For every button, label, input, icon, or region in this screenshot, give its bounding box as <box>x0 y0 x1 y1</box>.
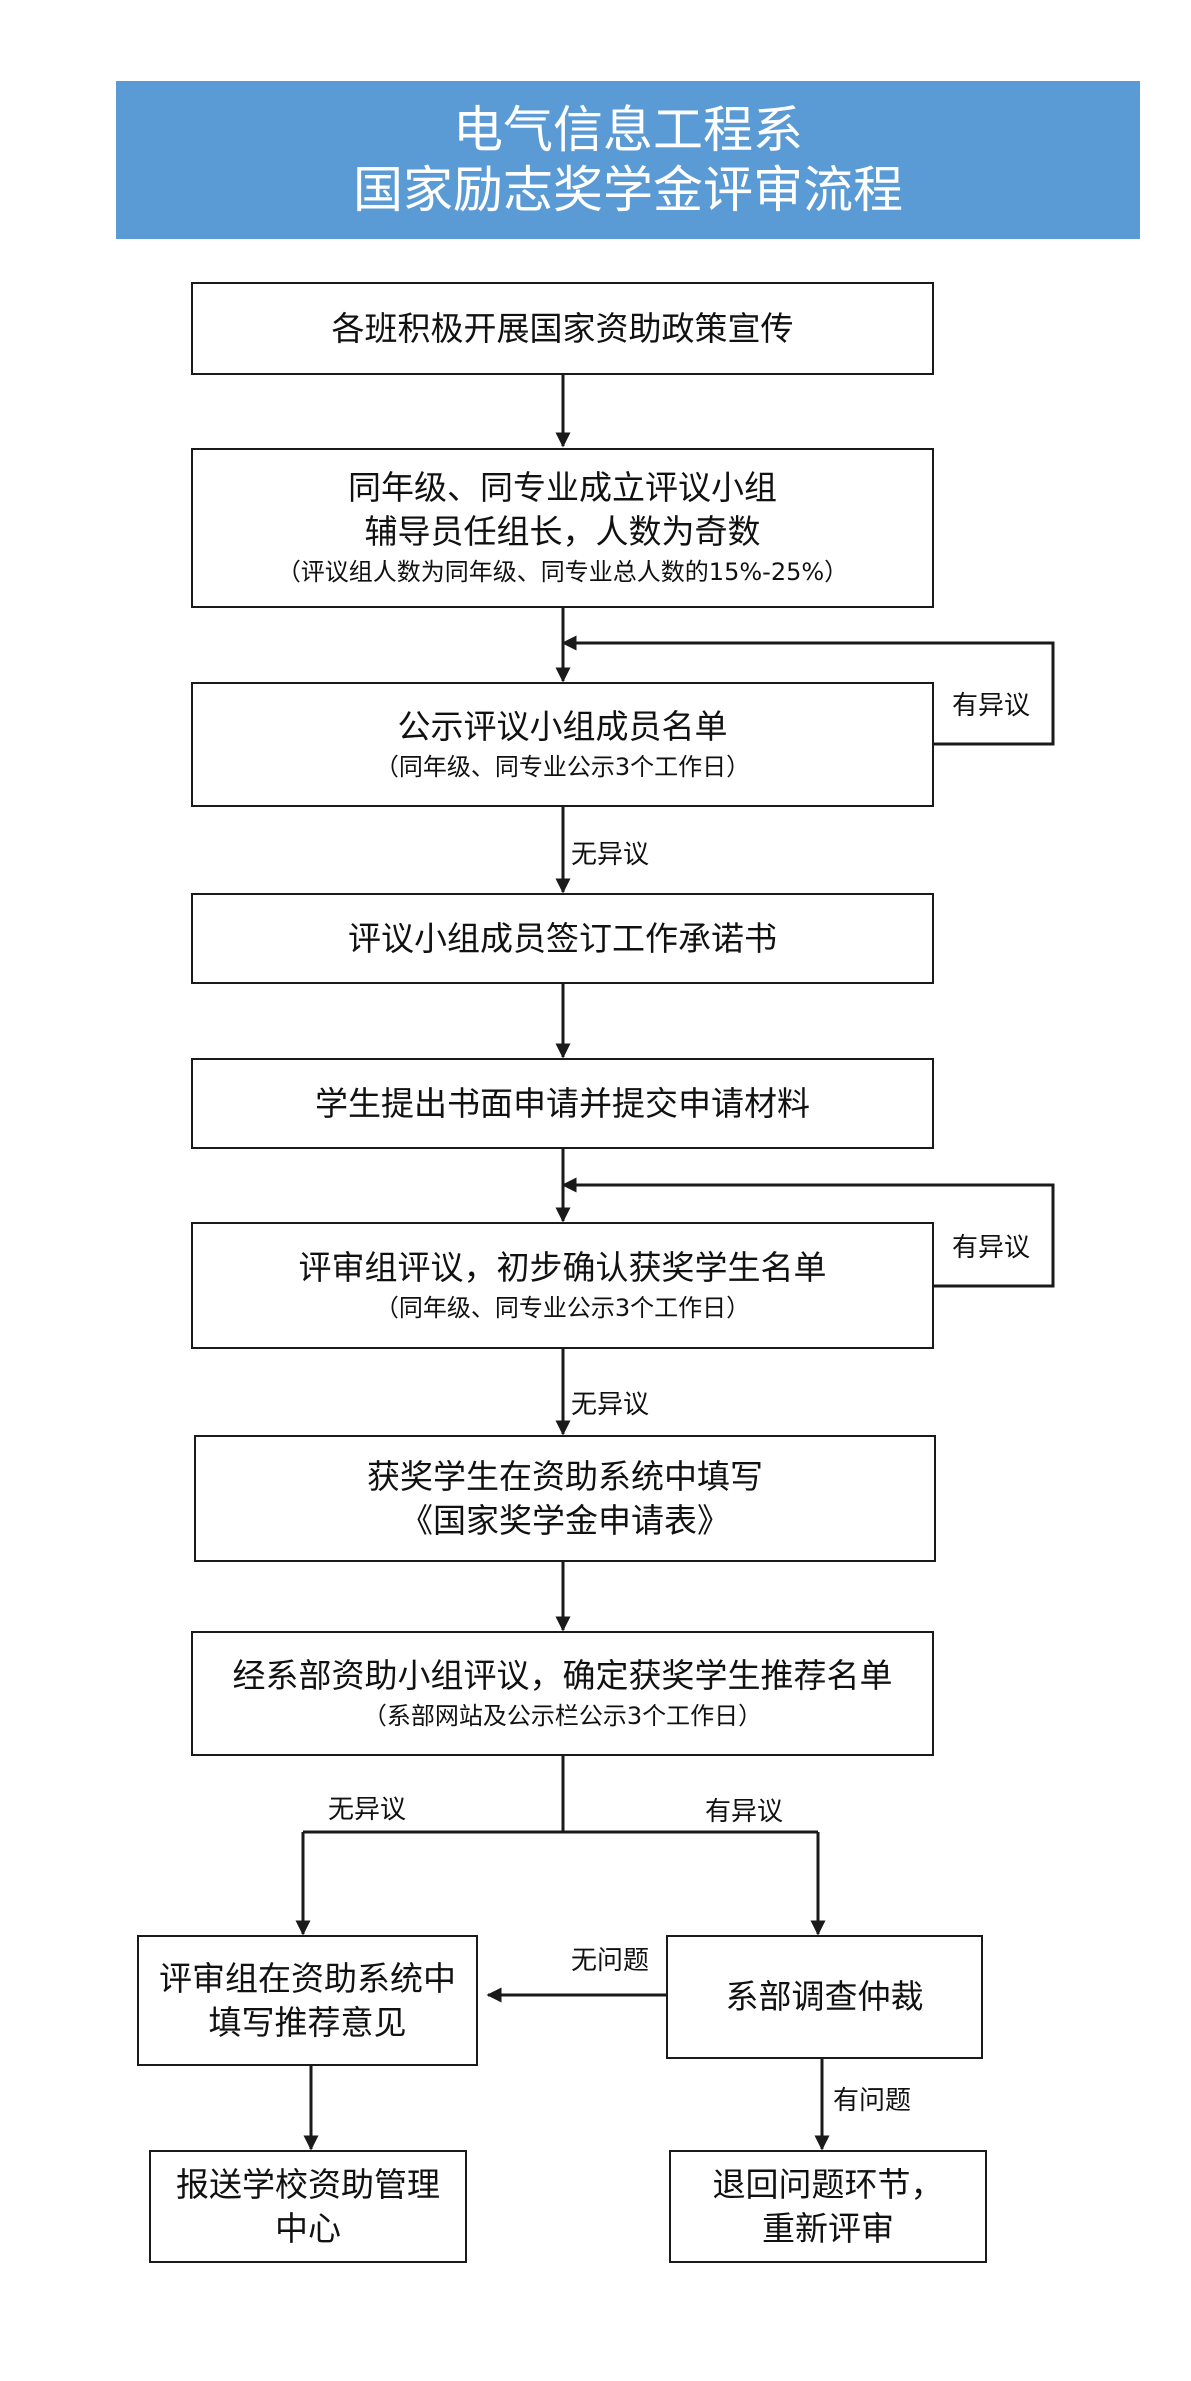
step-return-line1: 退回问题环节， <box>712 2164 944 2204</box>
step-panel-list: 公示评议小组成员名单 （同年级、同专业公示3个工作日） <box>191 682 934 807</box>
loop-objection-initial-review <box>561 1177 1055 1288</box>
label-has-problem: 有问题 <box>833 2086 912 2116</box>
step-fill-form: 获奖学生在资助系统中填写 《国家奖学金申请表》 <box>194 1435 936 1562</box>
loop-objection-panel-list <box>561 635 1055 746</box>
step-submit-line2: 中心 <box>275 2208 341 2248</box>
step-panel-setup: 同年级、同专业成立评议小组 辅导员任组长，人数为奇数 （评议组人数为同年级、同专… <box>191 448 934 608</box>
step-pledge: 评议小组成员签订工作承诺书 <box>191 893 934 984</box>
step-arbitration: 系部调查仲裁 <box>666 1935 983 2059</box>
step-publicity-text: 各班积极开展国家资助政策宣传 <box>331 308 794 348</box>
step-panel-list-note: （同年级、同专业公示3个工作日） <box>374 752 751 781</box>
step-initial-review-line1: 评审组评议，初步确认获奖学生名单 <box>298 1247 827 1287</box>
label-objection-3: 有异议 <box>705 1797 784 1827</box>
step-fill-form-line2: 《国家奖学金申请表》 <box>400 1500 730 1540</box>
step-submit-line1: 报送学校资助管理 <box>176 2164 440 2204</box>
step-panel-setup-line2: 辅导员任组长，人数为奇数 <box>364 512 761 551</box>
step-initial-review: 评审组评议，初步确认获奖学生名单 （同年级、同专业公示3个工作日） <box>191 1222 934 1349</box>
label-no-objection-3: 无异议 <box>328 1795 407 1825</box>
step-dept-review: 经系部资助小组评议，确定获奖学生推荐名单 （系部网站及公示栏公示3个工作日） <box>191 1631 934 1756</box>
step-panel-list-line1: 公示评议小组成员名单 <box>397 706 728 746</box>
step-recommend-line2: 填写推荐意见 <box>208 2002 407 2042</box>
step-dept-review-note: （系部网站及公示栏公示3个工作日） <box>362 1701 763 1730</box>
label-objection-2: 有异议 <box>952 1233 1031 1263</box>
step-fill-form-line1: 获奖学生在资助系统中填写 <box>367 1456 763 1496</box>
step-dept-review-line1: 经系部资助小组评议，确定获奖学生推荐名单 <box>232 1655 893 1695</box>
title-banner: 电气信息工程系 国家励志奖学金评审流程 <box>116 81 1140 239</box>
step-return: 退回问题环节， 重新评审 <box>669 2150 987 2263</box>
step-panel-setup-line1: 同年级、同专业成立评议小组 <box>348 468 777 507</box>
step-submit: 报送学校资助管理 中心 <box>149 2150 467 2263</box>
label-no-problem: 无问题 <box>571 1946 650 1976</box>
step-arbitration-text: 系部调查仲裁 <box>725 1977 924 2016</box>
step-recommend-line1: 评审组在资助系统中 <box>159 1958 456 1998</box>
step-return-line2: 重新评审 <box>762 2208 894 2248</box>
step-publicity: 各班积极开展国家资助政策宣传 <box>191 282 934 375</box>
step-recommend: 评审组在资助系统中 填写推荐意见 <box>137 1935 478 2066</box>
step-pledge-text: 评议小组成员签订工作承诺书 <box>348 918 777 958</box>
step-application-text: 学生提出书面申请并提交申请材料 <box>315 1083 810 1123</box>
label-no-objection-1: 无异议 <box>571 840 650 870</box>
label-no-objection-2: 无异议 <box>571 1390 650 1420</box>
step-application: 学生提出书面申请并提交申请材料 <box>191 1058 934 1149</box>
title-line-1: 电气信息工程系 <box>453 101 803 159</box>
step-panel-setup-note: （评议组人数为同年级、同专业总人数的15%-25%） <box>276 558 849 586</box>
title-line-2: 国家励志奖学金评审流程 <box>353 161 903 219</box>
step-initial-review-note: （同年级、同专业公示3个工作日） <box>374 1293 751 1322</box>
label-objection-1: 有异议 <box>952 691 1031 721</box>
